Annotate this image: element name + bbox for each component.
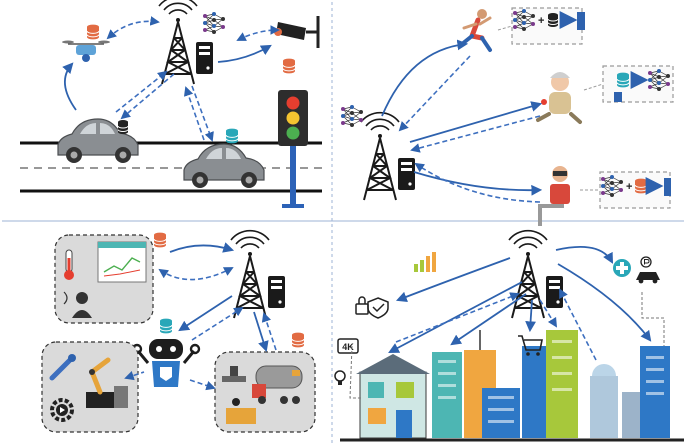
svg-text:+: +	[626, 181, 632, 193]
domed-building	[590, 364, 618, 438]
drone-icon	[62, 40, 110, 62]
phone-icon	[614, 92, 622, 102]
signal-bars-icon	[414, 252, 436, 272]
cell-tower-icon	[360, 111, 416, 201]
lock-icon	[355, 296, 369, 315]
smart-city-panel: 4K	[334, 229, 684, 442]
worker-station-icon	[226, 398, 256, 424]
green-tall-building	[546, 330, 578, 438]
vehicular-network-panel	[20, 0, 322, 208]
cell-tower-icon	[158, 0, 214, 86]
teal-tower-building	[432, 352, 462, 438]
neural-network-icon	[340, 104, 364, 128]
tanker-truck-icon	[252, 365, 303, 404]
car-icon	[183, 143, 265, 189]
cache-database-icon	[291, 332, 305, 348]
gear-icon	[50, 398, 74, 422]
house-building-icon	[356, 354, 430, 439]
injection-tool-icon	[49, 354, 76, 381]
blue-office-building	[482, 388, 520, 438]
neural-network-icon	[202, 11, 226, 35]
blue-tall-building	[522, 346, 548, 438]
cache-database-icon	[117, 119, 129, 135]
elderly-patient-icon	[536, 72, 582, 124]
valve-icon	[222, 366, 246, 382]
cache-database-icon	[225, 128, 239, 144]
svg-text:4K: 4K	[342, 342, 354, 352]
shield-icon	[367, 297, 389, 319]
robot-icon	[131, 339, 201, 387]
cache-database-icon	[153, 232, 167, 248]
cache-database-icon	[547, 12, 559, 28]
cache-database-icon	[634, 178, 648, 194]
doctor-icon	[63, 291, 92, 318]
result-bar-icon	[577, 12, 585, 30]
cache-database-icon	[282, 58, 296, 74]
shopping-cart-icon	[518, 335, 543, 356]
vr-gamer-icon	[538, 166, 570, 226]
patient-computation-box	[602, 65, 674, 103]
result-bar-icon	[664, 178, 671, 196]
cell-tower-icon	[508, 229, 564, 319]
svg-text:+: +	[538, 15, 544, 27]
parking-car-icon	[636, 256, 660, 284]
traffic-light-icon	[278, 90, 308, 208]
cache-database-icon	[159, 318, 173, 334]
cache-database-icon	[86, 24, 100, 40]
runner-computation-box	[511, 7, 583, 45]
lightbulb-icon	[334, 370, 346, 385]
cell-tower-icon	[230, 229, 286, 319]
healthcare-panel: + +	[340, 7, 674, 226]
4k-video-badge: 4K	[337, 338, 359, 354]
cctv-camera-icon	[274, 16, 320, 48]
industrial-panel	[41, 229, 316, 433]
medical-cross-icon	[613, 259, 631, 277]
runner-icon	[460, 9, 492, 52]
thermometer-icon	[64, 249, 74, 280]
cache-database-icon	[616, 72, 630, 88]
robotic-arm-icon	[86, 357, 128, 408]
